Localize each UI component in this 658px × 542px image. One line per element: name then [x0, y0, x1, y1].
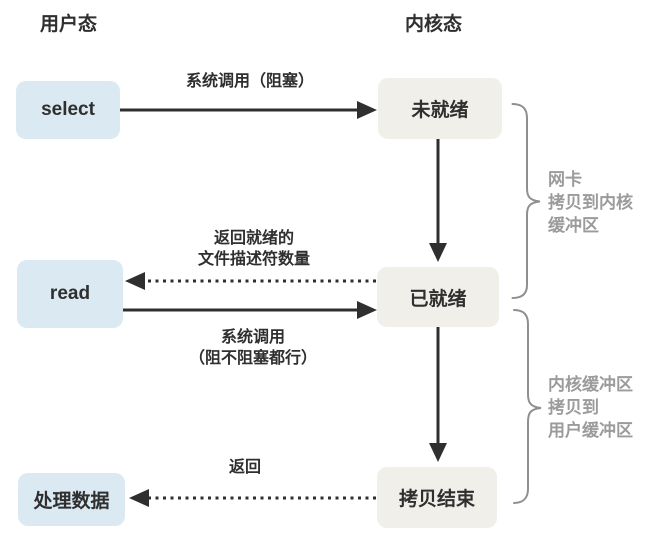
syscall-nonblocking-label-line: （阻不阻塞都行）: [188, 350, 318, 367]
nic-copy-label-line: 网卡: [548, 170, 582, 189]
return-label: 返回: [229, 457, 261, 478]
notready-to-ready-arrow: [429, 139, 447, 262]
return-ready-label: 返回就绪的 文件描述符数量: [198, 228, 310, 270]
process-data-box: 处理数据: [18, 473, 125, 526]
not-ready-box-label: 未就绪: [411, 100, 469, 121]
not-ready-box: 未就绪: [378, 78, 502, 139]
nic-copy-label-line: 缓冲区: [548, 216, 599, 235]
kernel-mode-header: 内核态: [405, 14, 463, 35]
syscall-nonblocking-label: 系统调用 （阻不阻塞都行）: [189, 327, 317, 369]
nic-copy-label-line: 拷贝到内核: [548, 193, 633, 212]
read-box-label: read: [49, 283, 91, 304]
kernel-copy-label-line: 用户缓冲区: [548, 421, 633, 440]
return-label-line: 返回: [228, 459, 262, 476]
syscall-blocking-label: 系统调用（阻塞）: [186, 71, 314, 92]
syscall-nonblocking-arrow: [123, 301, 377, 319]
read-box: read: [17, 260, 123, 328]
user-mode-header: 用户态: [40, 14, 98, 35]
copy-done-box-label: 拷贝结束: [398, 489, 475, 510]
copy-done-box: 拷贝结束: [377, 467, 497, 528]
ready-box: 已就绪: [377, 267, 499, 327]
kernel-copy-label: 内核缓冲区 拷贝到 用户缓冲区: [548, 373, 633, 442]
ready-to-copydone-arrow: [429, 327, 447, 462]
kernel-copy-label-line: 内核缓冲区: [548, 375, 633, 394]
nic-copy-brace: [511, 103, 541, 299]
process-data-box-label: 处理数据: [33, 491, 110, 512]
return-ready-label-line: 文件描述符数量: [197, 251, 311, 268]
syscall-blocking-arrow: [120, 101, 377, 119]
ready-box-label: 已就绪: [409, 288, 467, 310]
return-ready-dotted-arrow: [125, 272, 376, 290]
select-box-label: select: [41, 99, 95, 120]
kernel-copy-label-line: 拷贝到: [548, 398, 599, 417]
return-dotted-arrow: [129, 489, 376, 507]
nic-copy-label: 网卡 拷贝到内核 缓冲区: [548, 168, 633, 237]
select-box: select: [16, 81, 120, 139]
syscall-blocking-label-line: 系统调用（阻塞）: [185, 73, 315, 90]
syscall-nonblocking-label-line: 系统调用: [220, 329, 286, 346]
kernel-copy-brace: [513, 309, 542, 504]
return-ready-label-line: 返回就绪的: [213, 230, 295, 247]
